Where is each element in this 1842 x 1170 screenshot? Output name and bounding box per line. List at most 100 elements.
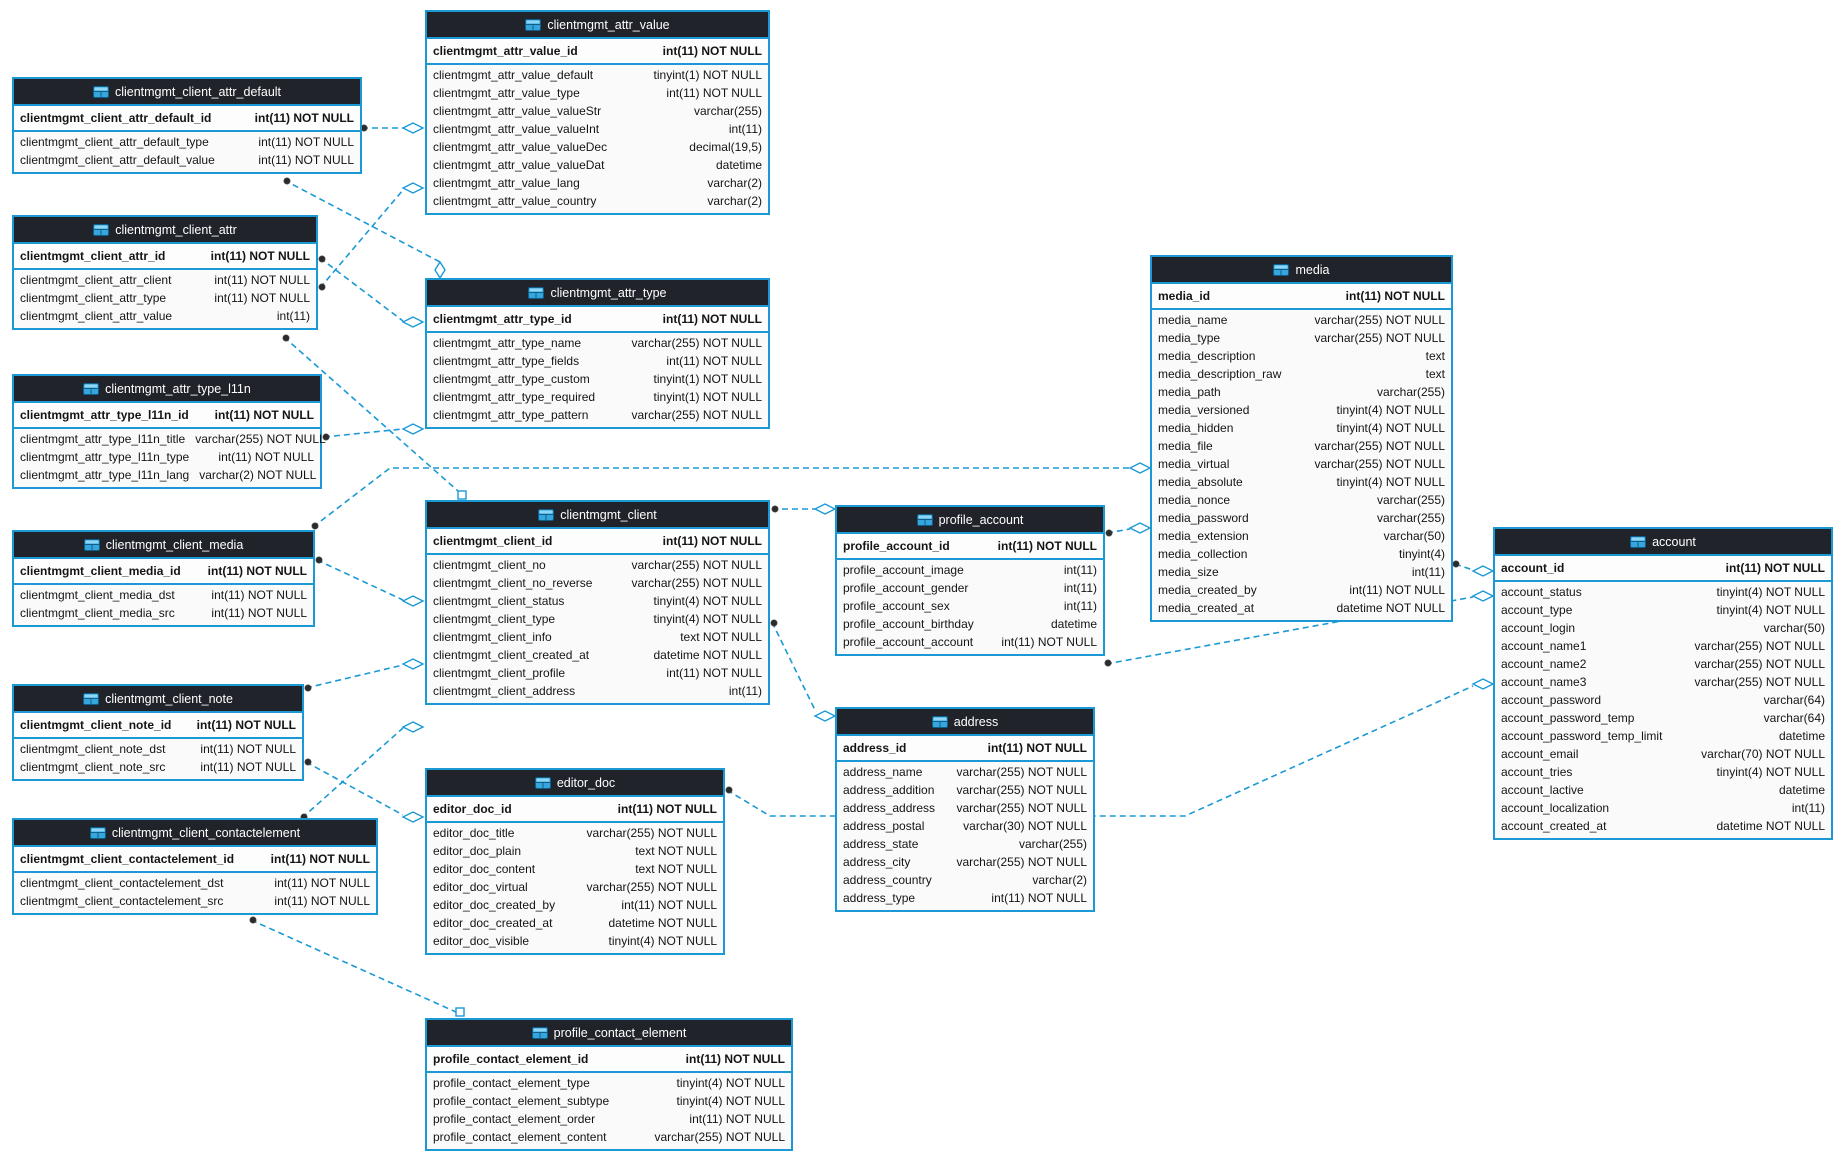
table-clientmgmt_client_media[interactable]: clientmgmt_client_media clientmgmt_clien… — [12, 530, 315, 627]
column-name: clientmgmt_attr_type_name — [433, 336, 582, 350]
table-header[interactable]: editor_doc — [427, 770, 723, 797]
table-grid-icon — [83, 382, 100, 395]
pk-column-name: clientmgmt_attr_type_id — [433, 312, 572, 326]
relationship-clientmgmt_client_note-editor_doc[interactable] — [304, 758, 425, 823]
table-clientmgmt_client_contactelement[interactable]: clientmgmt_client_contactelement clientm… — [12, 818, 378, 915]
pk-column-name: editor_doc_id — [433, 802, 512, 816]
table-editor_doc[interactable]: editor_doc editor_doc_id int(11) NOT NUL… — [425, 768, 725, 955]
relationship-clientmgmt_client_attr_default-clientmgmt_attr_type[interactable] — [283, 177, 446, 280]
relationship-clientmgmt_client_contactelement-profile_contact_element[interactable] — [249, 916, 465, 1017]
column-type: tinyint(4) NOT NULL — [1336, 403, 1445, 417]
table-header[interactable]: clientmgmt_client — [427, 502, 768, 529]
table-header[interactable]: address — [837, 709, 1093, 736]
relationship-clientmgmt_client_attr-clientmgmt_attr_type[interactable] — [318, 255, 425, 328]
table-header[interactable]: account — [1495, 529, 1831, 556]
table-address[interactable]: address address_id int(11) NOT NULL addr… — [835, 707, 1095, 912]
column-name: account_password_temp_limit — [1501, 729, 1663, 743]
table-header[interactable]: media — [1152, 257, 1451, 284]
connector-dot-icon — [322, 433, 330, 441]
table-header[interactable]: profile_account — [837, 507, 1103, 534]
table-profile_contact_element[interactable]: profile_contact_element profile_contact_… — [425, 1018, 793, 1151]
column-name: profile_contact_element_content — [433, 1130, 607, 1144]
column-type: int(11) NOT NULL — [666, 354, 762, 368]
relationship-clientmgmt_client_attr-clientmgmt_client[interactable] — [282, 334, 467, 500]
table-header[interactable]: clientmgmt_client_attr — [14, 217, 316, 244]
table-clientmgmt_client_attr[interactable]: clientmgmt_client_attr clientmgmt_client… — [12, 215, 318, 330]
cardinality-diamond-icon — [401, 122, 425, 134]
table-account[interactable]: account account_id int(11) NOT NULL acco… — [1493, 527, 1833, 840]
relationship-clientmgmt_client_media-clientmgmt_client[interactable] — [315, 556, 425, 607]
column-type: tinyint(1) NOT NULL — [653, 68, 762, 82]
column-name: clientmgmt_client_media_src — [20, 606, 175, 620]
table-clientmgmt_client_attr_default[interactable]: clientmgmt_client_attr_default clientmgm… — [12, 77, 362, 174]
column-name: media_file — [1158, 439, 1213, 453]
column-type: tinyint(1) NOT NULL — [653, 372, 762, 386]
pk-column-name: clientmgmt_client_id — [433, 534, 553, 548]
column-type: int(11) — [1063, 581, 1097, 595]
column-type: varchar(255) NOT NULL — [631, 336, 763, 350]
connector-dot-icon — [283, 177, 291, 185]
column-type: int(11) NOT NULL — [200, 742, 296, 756]
column-type: tinyint(4) NOT NULL — [1336, 475, 1445, 489]
column-type: varchar(255) NOT NULL — [586, 826, 718, 840]
relationship-clientmgmt_client_attr_default-clientmgmt_attr_value[interactable] — [360, 122, 425, 134]
table-clientmgmt_client[interactable]: clientmgmt_client clientmgmt_client_id i… — [425, 500, 770, 705]
column-name: profile_account_image — [843, 563, 964, 577]
relationship-clientmgmt_attr_type_l11n-clientmgmt_attr_type[interactable] — [322, 423, 425, 441]
connector-dot-icon — [318, 283, 326, 291]
table-title: clientmgmt_client_media — [105, 537, 244, 552]
column-type: varchar(255) NOT NULL — [1314, 331, 1446, 345]
relationship-profile_account-media[interactable] — [1105, 522, 1152, 537]
table-header[interactable]: clientmgmt_attr_type — [427, 280, 768, 307]
table-clientmgmt_attr_type[interactable]: clientmgmt_attr_type clientmgmt_attr_typ… — [425, 278, 770, 429]
table-media[interactable]: media media_id int(11) NOT NULL media_na… — [1150, 255, 1453, 622]
relationship-clientmgmt_client_media-media[interactable] — [311, 462, 1152, 530]
table-header[interactable]: clientmgmt_client_media — [14, 532, 313, 559]
column-type: varchar(255) NOT NULL — [956, 765, 1088, 779]
table-header[interactable]: profile_contact_element — [427, 1020, 791, 1047]
table-header[interactable]: clientmgmt_client_note — [14, 686, 302, 713]
column-name: clientmgmt_client_type — [433, 612, 556, 626]
table-clientmgmt_client_note[interactable]: clientmgmt_client_note clientmgmt_client… — [12, 684, 304, 781]
table-clientmgmt_attr_value[interactable]: clientmgmt_attr_value clientmgmt_attr_va… — [425, 10, 770, 215]
relationship-clientmgmt_client-profile_account[interactable] — [771, 503, 837, 515]
relationship-media-account[interactable] — [1452, 560, 1495, 577]
table-header[interactable]: clientmgmt_attr_value — [427, 12, 768, 39]
relationship-clientmgmt_client_contactelement-clientmgmt_client[interactable] — [300, 721, 425, 821]
column-name: address_state — [843, 837, 919, 851]
relationship-clientmgmt_client_attr-clientmgmt_attr_value[interactable] — [318, 182, 425, 291]
table-profile_account[interactable]: profile_account profile_account_id int(1… — [835, 505, 1105, 656]
relationship-editor_doc-account[interactable] — [725, 678, 1495, 817]
table-clientmgmt_attr_type_l11n[interactable]: clientmgmt_attr_type_l11n clientmgmt_att… — [12, 374, 326, 489]
column-type: int(11) — [728, 122, 762, 136]
table-header[interactable]: clientmgmt_attr_type_l11n — [14, 376, 320, 403]
column-name: clientmgmt_client_attr_default_type — [20, 135, 209, 149]
column-type: int(11) — [1063, 563, 1097, 577]
table-title: media — [1295, 262, 1330, 277]
relationship-clientmgmt_client-address[interactable] — [770, 619, 837, 722]
relationship-clientmgmt_client_note-clientmgmt_client[interactable] — [304, 658, 425, 692]
table-title: clientmgmt_attr_type — [550, 285, 667, 300]
column-name: clientmgmt_client_info — [433, 630, 552, 644]
table-header[interactable]: clientmgmt_client_attr_default — [14, 79, 360, 106]
table-header[interactable]: clientmgmt_client_contactelement — [14, 820, 376, 847]
